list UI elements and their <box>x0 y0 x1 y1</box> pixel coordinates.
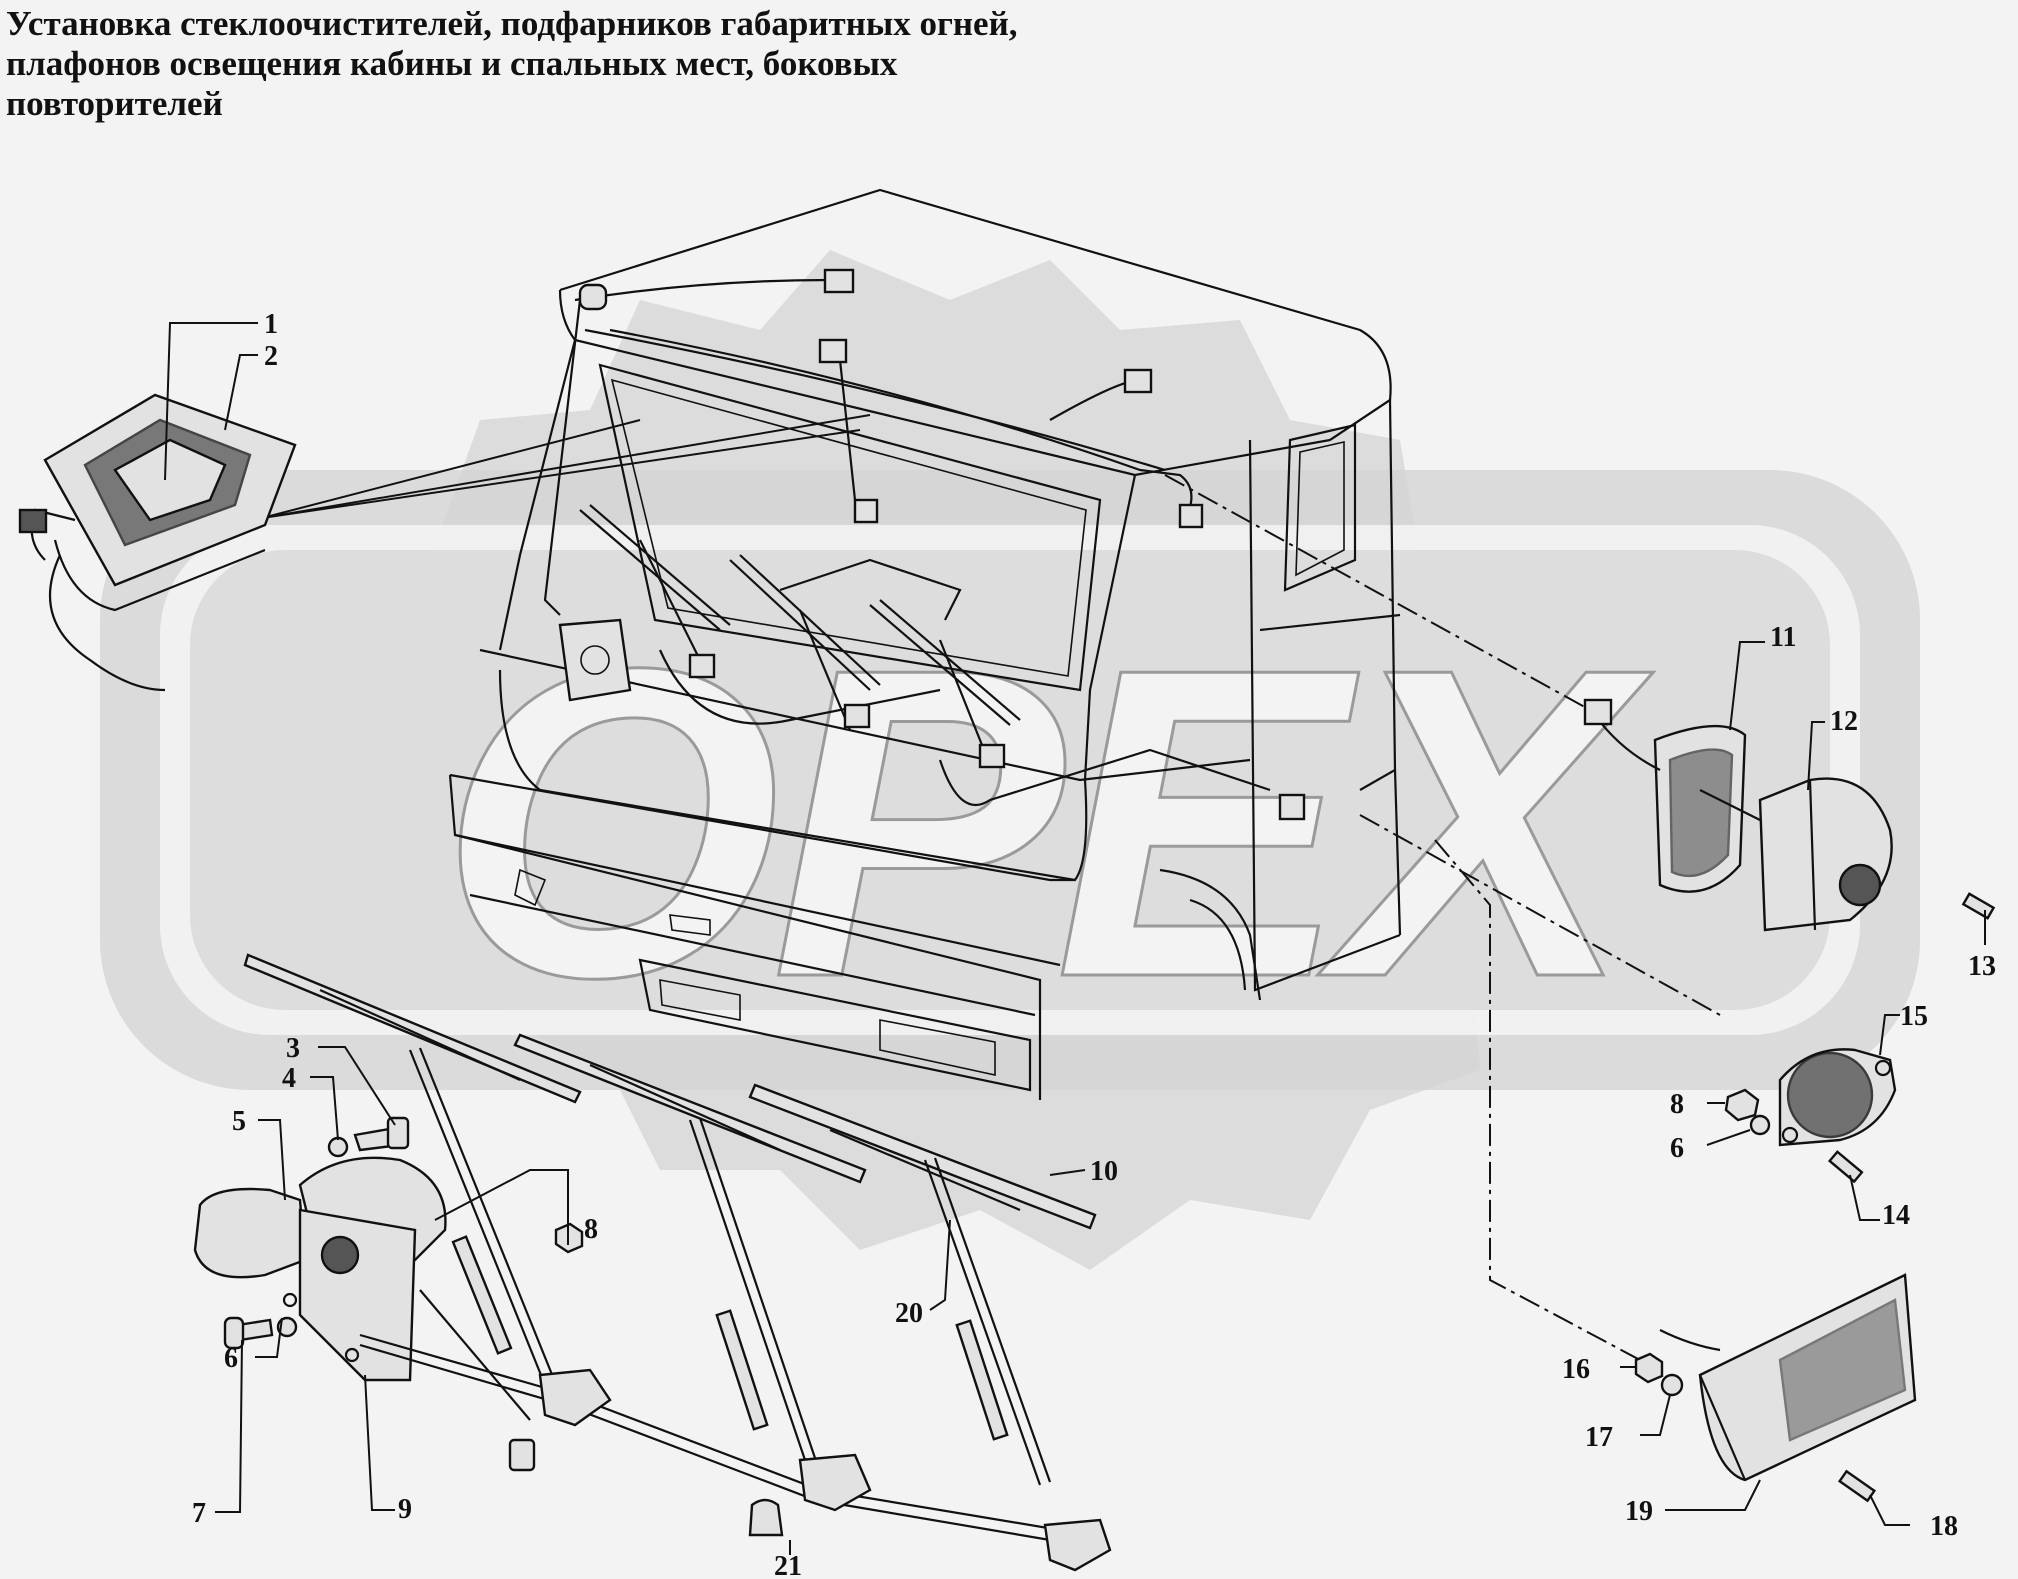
marker-lamp-12 <box>1758 777 1996 932</box>
callout-20: 20 <box>895 1298 923 1329</box>
wiper-motor-assembly <box>193 1116 447 1382</box>
callout-12: 12 <box>1830 706 1858 737</box>
turn-indicator-19 <box>1659 1273 1917 1482</box>
round-marker-lamp-15 <box>1778 1048 1897 1147</box>
callout-6-right: 6 <box>1670 1133 1684 1164</box>
callout-9: 9 <box>398 1494 412 1525</box>
callout-17: 17 <box>1585 1422 1613 1453</box>
wiper-blades-and-linkage <box>243 953 1112 1572</box>
right-fasteners <box>1634 1088 1877 1503</box>
watermark-text: ОРЕХ <box>439 578 1654 1069</box>
callout-3: 3 <box>286 1033 300 1064</box>
callout-14: 14 <box>1882 1200 1910 1231</box>
callout-7: 7 <box>192 1498 206 1529</box>
callout-1: 1 <box>264 309 278 340</box>
callout-2: 2 <box>264 341 278 372</box>
callout-labels: 1 2 3 4 5 6 6 7 8 8 9 10 11 12 13 14 15 … <box>192 309 1996 1579</box>
title-line-3: повторителей <box>6 84 223 123</box>
callout-21: 21 <box>774 1551 802 1579</box>
truck-cab <box>448 188 1402 1100</box>
callout-15: 15 <box>1900 1001 1928 1032</box>
page-title: Установка стеклоочистителей, подфарников… <box>6 4 1286 124</box>
callout-8-right: 8 <box>1670 1089 1684 1120</box>
callout-4: 4 <box>282 1063 296 1094</box>
callout-10: 10 <box>1090 1156 1118 1187</box>
callout-5: 5 <box>232 1106 246 1137</box>
callout-leaders <box>164 322 1986 1555</box>
title-line-1: Установка стеклоочистителей, подфарников… <box>6 4 1018 43</box>
callout-16: 16 <box>1562 1354 1590 1385</box>
callout-13: 13 <box>1968 951 1996 982</box>
callout-11: 11 <box>1770 622 1796 653</box>
callout-18: 18 <box>1930 1511 1958 1542</box>
callout-8-left: 8 <box>584 1214 598 1245</box>
callout-6-left: 6 <box>224 1343 238 1374</box>
title-line-2: плафонов освещения кабины и спальных мес… <box>6 44 898 83</box>
cab-wiring-harness <box>261 268 1306 821</box>
callout-19: 19 <box>1625 1496 1653 1527</box>
ceiling-lamp-assembly <box>18 393 297 692</box>
side-repeater-lamp <box>1583 698 1761 893</box>
watermark-logo: ОРЕХ <box>100 250 1920 1270</box>
